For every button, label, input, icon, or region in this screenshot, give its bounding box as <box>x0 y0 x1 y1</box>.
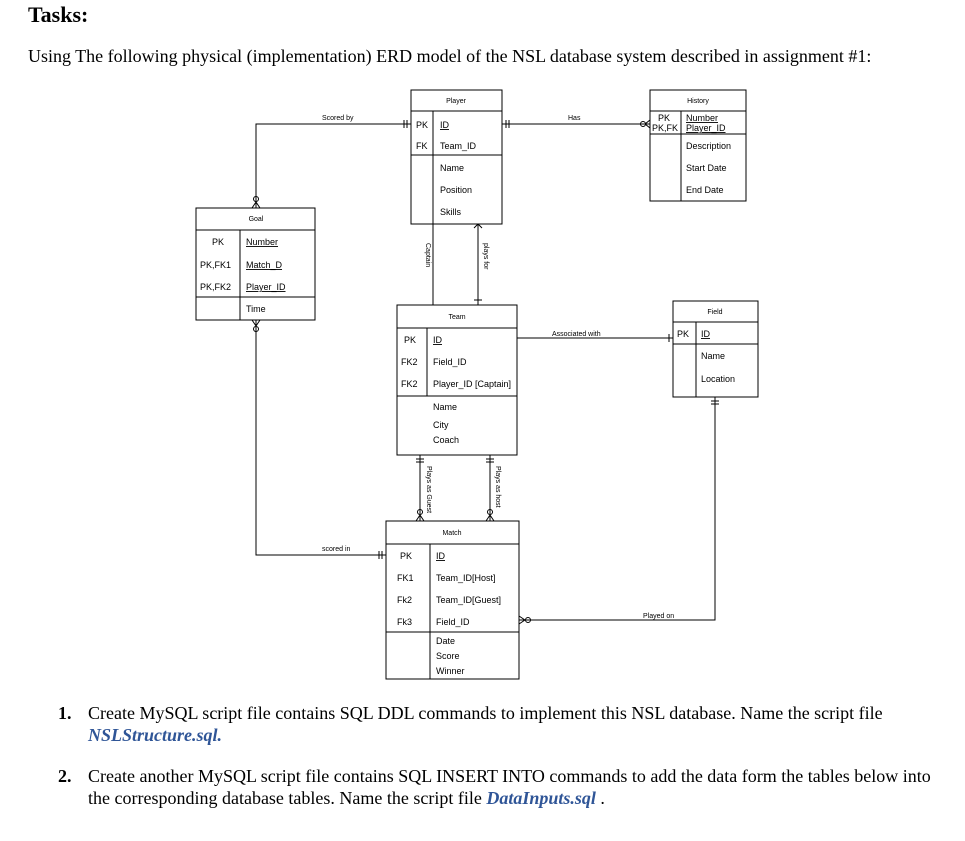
field-name: Name <box>701 351 725 361</box>
rel-plays-as-guest: Plays as Guest <box>425 466 432 513</box>
history-start-date: Start Date <box>686 163 727 173</box>
match-title: Match <box>442 530 461 537</box>
history-number: Number <box>686 113 718 123</box>
team-coach: Coach <box>433 435 459 445</box>
goal-pk: PK <box>212 237 224 247</box>
player-id: ID <box>440 120 450 130</box>
team-field-id: Field_ID <box>433 357 467 367</box>
goal-number: Number <box>246 237 278 247</box>
history-player-id: Player_ID <box>686 123 726 133</box>
player-name: Name <box>440 163 464 173</box>
goal-pkfk2: PK,FK2 <box>200 282 231 292</box>
team-name: Name <box>433 402 457 412</box>
match-date: Date <box>436 636 455 646</box>
task-2-text: Create another MySQL script file contain… <box>88 766 931 808</box>
player-team-id: Team_ID <box>440 141 477 151</box>
task-2-filename: DataInputs.sql <box>486 788 596 808</box>
goal-time: Time <box>246 304 266 314</box>
match-field-id: Field_ID <box>436 617 470 627</box>
rel-scored-by: Scored by <box>322 115 354 122</box>
team-id: ID <box>433 335 443 345</box>
goal-player-id: Player_ID <box>246 282 286 292</box>
goal-match-d: Match_D <box>246 260 283 270</box>
task-2-after: . <box>595 788 605 808</box>
match-fk2: Fk2 <box>397 595 412 605</box>
task-2-number: 2. <box>58 766 72 786</box>
rel-plays-for: plays for <box>482 243 489 270</box>
player-pk: PK <box>416 120 428 130</box>
rel-plays-as-host: Plays as host <box>494 466 501 508</box>
rel-played-on: Played on <box>643 613 674 620</box>
page-title: Tasks: <box>28 2 89 27</box>
team-player-captain: Player_ID [Captain] <box>433 379 511 389</box>
task-1-number: 1. <box>58 703 72 723</box>
rel-has: Has <box>568 115 581 122</box>
team-fk2b: FK2 <box>401 379 418 389</box>
erd-diagram: Player PK ID FK Team_ID Name Position Sk… <box>195 89 759 680</box>
intro-text: Using The following physical (implementa… <box>28 46 872 66</box>
match-fk1: FK1 <box>397 573 414 583</box>
field-pk: PK <box>677 329 689 339</box>
field-id: ID <box>701 329 711 339</box>
player-skills: Skills <box>440 207 462 217</box>
field-title: Field <box>707 309 722 316</box>
team-pk: PK <box>404 335 416 345</box>
player-position: Position <box>440 185 472 195</box>
match-team-guest: Team_ID[Guest] <box>436 595 501 605</box>
task-2: 2. Create another MySQL script file cont… <box>58 765 938 809</box>
goal-pkfk1: PK,FK1 <box>200 260 231 270</box>
field-location: Location <box>701 374 735 384</box>
task-1-filename: NSLStructure.sql. <box>88 725 223 745</box>
task-1-text: Create MySQL script file contains SQL DD… <box>88 703 883 723</box>
team-city: City <box>433 420 449 430</box>
history-title: History <box>687 98 709 105</box>
history-pk: PK <box>658 113 670 123</box>
match-team-host: Team_ID[Host] <box>436 573 496 583</box>
task-1: 1. Create MySQL script file contains SQL… <box>58 702 938 746</box>
rel-captain: Captain <box>424 243 431 267</box>
player-title: Player <box>446 98 467 105</box>
match-fk3: Fk3 <box>397 617 412 627</box>
player-fk: FK <box>416 141 428 151</box>
match-pk: PK <box>400 551 412 561</box>
rel-associated-with: Associated with <box>552 331 601 338</box>
match-score: Score <box>436 651 460 661</box>
match-winner: Winner <box>436 666 465 676</box>
history-description: Description <box>686 141 731 151</box>
rel-scored-in: scored in <box>322 546 351 553</box>
team-fk2a: FK2 <box>401 357 418 367</box>
goal-title: Goal <box>249 216 264 223</box>
match-id: ID <box>436 551 446 561</box>
team-title: Team <box>448 314 465 321</box>
history-pkfk: PK,FK <box>652 123 678 133</box>
history-end-date: End Date <box>686 185 724 195</box>
